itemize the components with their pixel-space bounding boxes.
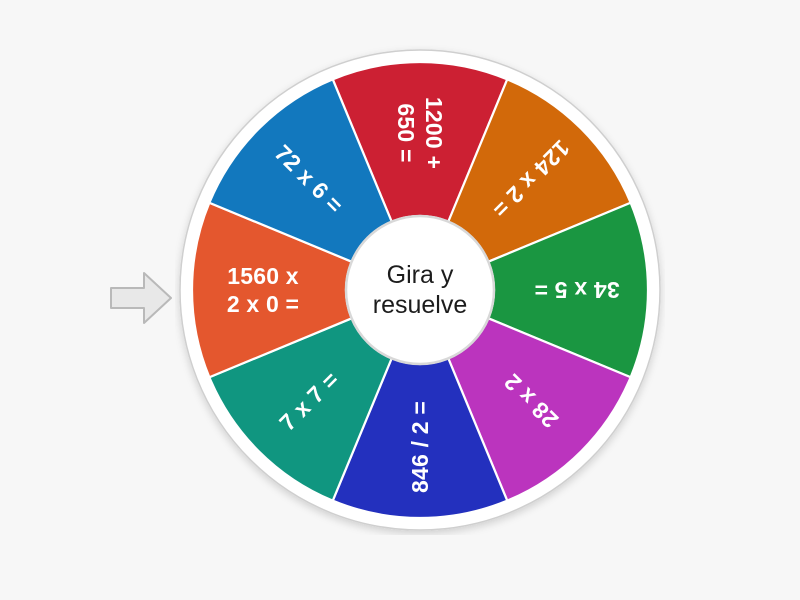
hub-text-line-1: Gira y xyxy=(387,261,454,289)
pointer-arrow-shape xyxy=(110,272,172,324)
wheel-center-hub[interactable] xyxy=(344,214,496,366)
spin-pointer-arrow xyxy=(108,268,174,328)
segment-label-line: 1560 x xyxy=(227,263,299,289)
wheel-segment-label-4: 846 / 2 = xyxy=(407,401,433,493)
segment-label-line: 650 = xyxy=(393,103,419,162)
segment-label-line: 34 x 5 = xyxy=(534,277,619,303)
hub-text-line-2: resuelve xyxy=(373,291,468,319)
segment-label-line: 846 / 2 = xyxy=(407,401,433,493)
wheel-segment-label-6: 1560 x2 x 0 = xyxy=(227,263,299,317)
segment-label-line: 2 x 0 = xyxy=(227,291,299,317)
wheel-segment-label-2: 34 x 5 = xyxy=(534,277,619,303)
wheel-segment-label-0: 1200 +650 = xyxy=(393,97,447,169)
segment-label-line: 1200 + xyxy=(421,97,447,169)
